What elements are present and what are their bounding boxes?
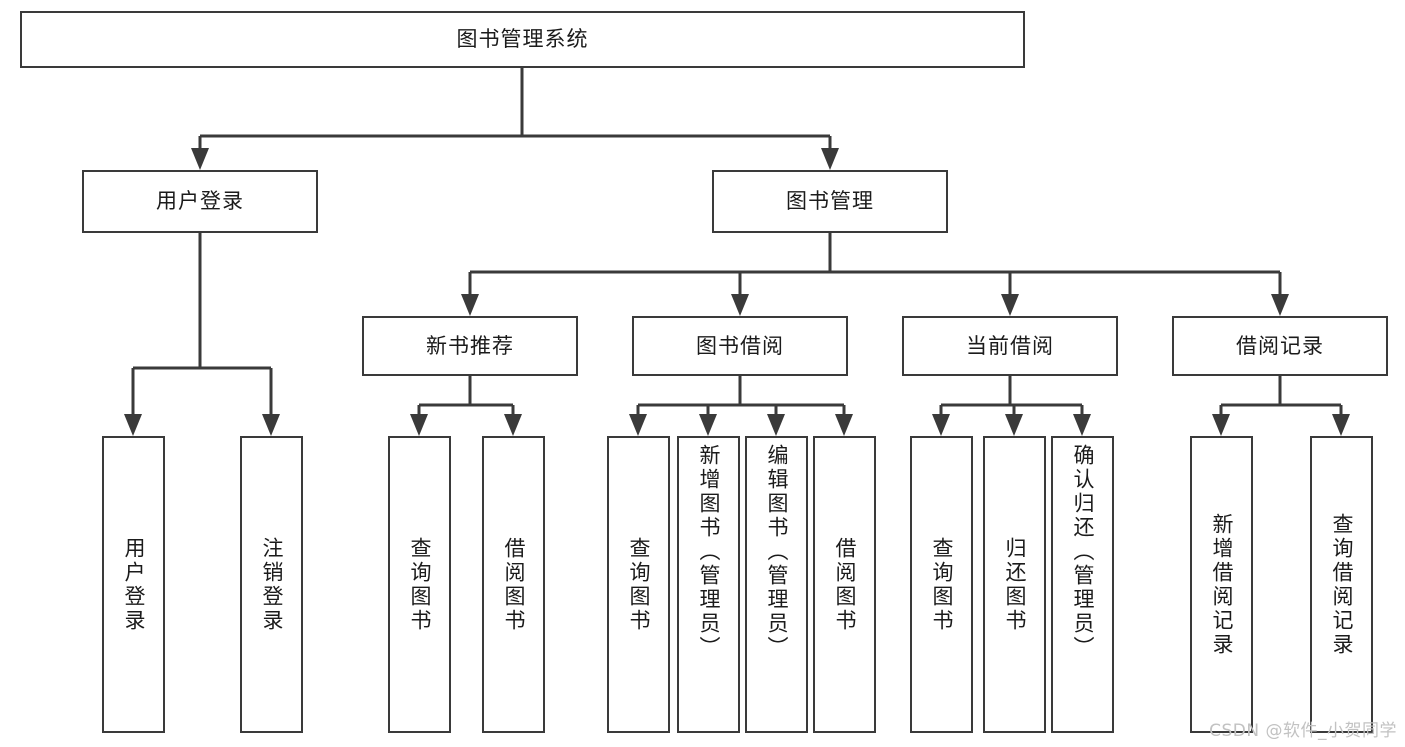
node-label: 编辑图书（管理员） [765,444,789,660]
node-label: 图书管理系统 [456,27,589,52]
arrow-head-icon [1332,414,1350,436]
arrow-head-icon [461,294,479,316]
node-leaf-borrow-book-1[interactable]: 借阅图书 [482,436,545,733]
node-leaf-confirm-return[interactable]: 确认归还（管理员） [1051,436,1114,733]
node-label: 用户登录 [122,536,146,633]
watermark: CSDN @软件_小贺同学 [1209,721,1397,741]
node-leaf-query-book-1[interactable]: 查询图书 [388,436,451,733]
arrow-head-icon [767,414,785,436]
node-label: 查询借阅记录 [1330,512,1354,657]
arrow-head-icon [629,414,647,436]
node-leaf-add-record[interactable]: 新增借阅记录 [1190,436,1253,733]
arrow-head-icon [932,414,950,436]
node-label: 查询图书 [627,536,651,633]
connector-lines [124,68,1350,436]
node-label: 图书借阅 [696,333,784,358]
node-label: 确认归还（管理员） [1071,444,1095,660]
node-leaf-query-book-3[interactable]: 查询图书 [910,436,973,733]
node-leaf-return-book[interactable]: 归还图书 [983,436,1046,733]
node-borrow-record[interactable]: 借阅记录 [1172,316,1388,376]
arrow-head-icon [699,414,717,436]
node-label: 借阅图书 [833,536,857,633]
node-current-borrow[interactable]: 当前借阅 [902,316,1118,376]
node-label: 新增借阅记录 [1210,512,1234,657]
node-label: 注销登录 [260,536,284,633]
node-label: 归还图书 [1003,536,1027,633]
arrow-head-icon [504,414,522,436]
node-label: 新书推荐 [426,333,514,358]
arrow-head-icon [731,294,749,316]
arrow-head-icon [1001,294,1019,316]
node-label: 用户登录 [156,189,244,214]
arrow-head-icon [821,148,839,170]
node-book-borrow[interactable]: 图书借阅 [632,316,848,376]
node-user-login[interactable]: 用户登录 [82,170,318,233]
node-label: 当前借阅 [966,333,1054,358]
node-label: 借阅记录 [1236,333,1324,358]
node-label: 查询图书 [930,536,954,633]
arrow-head-icon [1073,414,1091,436]
node-leaf-logout[interactable]: 注销登录 [240,436,303,733]
node-leaf-edit-book[interactable]: 编辑图书（管理员） [745,436,808,733]
arrow-head-icon [1005,414,1023,436]
arrow-head-icon [410,414,428,436]
node-leaf-query-book-2[interactable]: 查询图书 [607,436,670,733]
node-leaf-borrow-book-2[interactable]: 借阅图书 [813,436,876,733]
arrow-head-icon [124,414,142,436]
arrow-head-icon [1271,294,1289,316]
node-root[interactable]: 图书管理系统 [20,11,1025,68]
node-leaf-user-login[interactable]: 用户登录 [102,436,165,733]
arrow-head-icon [262,414,280,436]
node-book-manage[interactable]: 图书管理 [712,170,948,233]
node-label: 查询图书 [408,536,432,633]
arrow-head-icon [191,148,209,170]
arrow-head-icon [835,414,853,436]
arrow-head-icon [1212,414,1230,436]
node-label: 图书管理 [786,189,874,214]
node-leaf-add-book[interactable]: 新增图书（管理员） [677,436,740,733]
node-label: 新增图书（管理员） [697,444,721,660]
node-new-book-recommend[interactable]: 新书推荐 [362,316,578,376]
node-label: 借阅图书 [502,536,526,633]
node-leaf-query-record[interactable]: 查询借阅记录 [1310,436,1373,733]
